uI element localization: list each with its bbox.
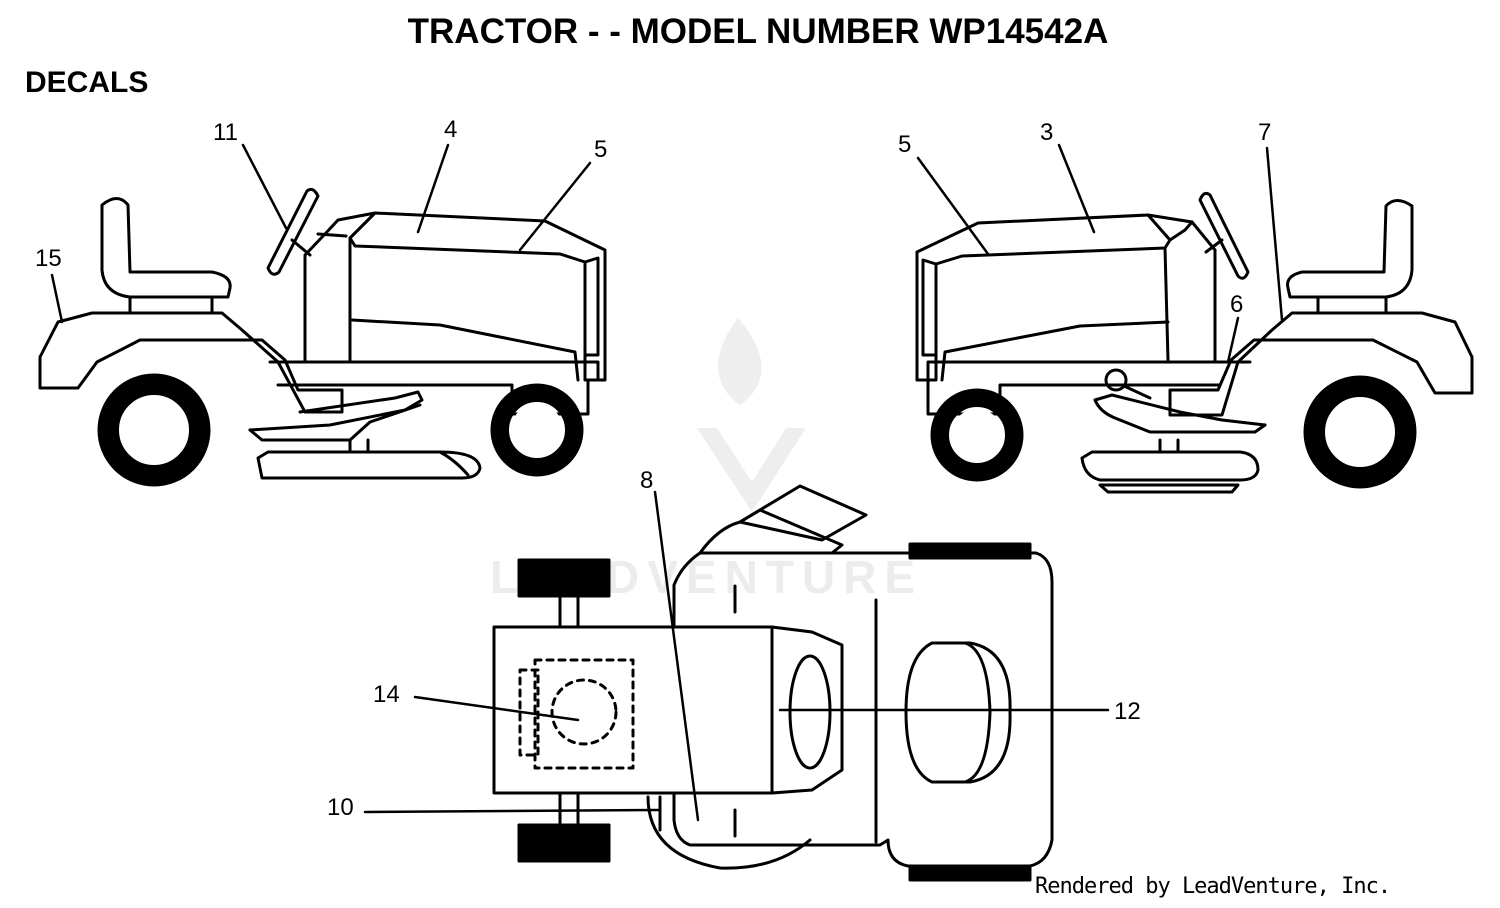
leader-lines (50, 143, 1284, 822)
callout-10: 10 (327, 794, 354, 821)
right-side-view (915, 191, 1474, 494)
callout-labels: 11 4 5 15 5 3 7 6 8 14 12 10 (35, 116, 1271, 821)
top-view (492, 484, 1054, 882)
callout-5-right: 5 (898, 131, 911, 158)
callout-3: 3 (1040, 119, 1053, 146)
render-credit: Rendered by LeadVenture, Inc. (1035, 874, 1391, 899)
callout-6: 6 (1230, 291, 1243, 318)
callout-5-left: 5 (594, 136, 607, 163)
callout-8: 8 (640, 467, 653, 494)
callout-4: 4 (444, 116, 457, 143)
callout-12: 12 (1114, 698, 1141, 725)
callout-14: 14 (373, 681, 400, 708)
left-side-view (38, 187, 607, 487)
callout-11: 11 (213, 119, 238, 146)
callout-15: 15 (35, 245, 62, 272)
callout-7: 7 (1258, 119, 1271, 146)
section-heading: DECALS (25, 66, 149, 99)
page-title: TRACTOR - - MODEL NUMBER WP14542A (407, 12, 1109, 51)
